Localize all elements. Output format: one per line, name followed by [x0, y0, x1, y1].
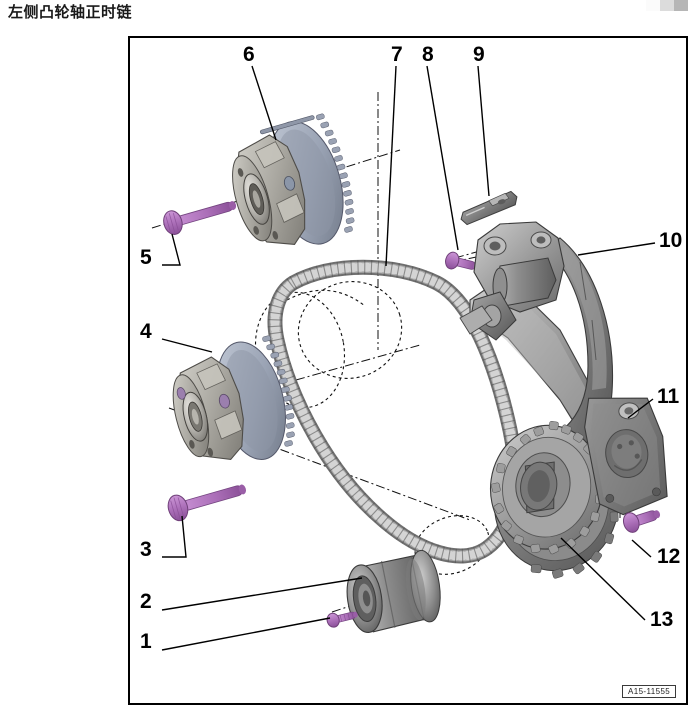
callout-5[interactable]: 5 [140, 246, 152, 269]
corner-marker-light [646, 0, 660, 11]
part-bolt-3 [167, 484, 247, 522]
callout-2[interactable]: 2 [140, 590, 152, 613]
page-title: 左侧凸轮轴正时链 [8, 4, 133, 21]
callout-10[interactable]: 10 [659, 229, 683, 252]
part-cover-plate [584, 397, 668, 516]
part-bolt-5 [163, 201, 237, 235]
part-bolt-12 [622, 510, 661, 533]
part-chain-tensioning-roller [346, 549, 441, 634]
callout-9[interactable]: 9 [473, 43, 485, 66]
callout-13[interactable]: 13 [650, 608, 674, 631]
part-timing-chain [267, 259, 523, 564]
callout-leader-lines [161, 65, 656, 651]
callout-4[interactable]: 4 [140, 320, 152, 343]
part-crankshaft-double-sprocket [489, 421, 620, 579]
callout-3[interactable]: 3 [140, 538, 152, 561]
part-bolt-1 [326, 611, 358, 628]
corner-marker-gray [660, 0, 688, 11]
callout-12[interactable]: 12 [657, 545, 681, 568]
callout-6[interactable]: 6 [243, 43, 255, 66]
part-chain-guide-clip [460, 190, 518, 226]
part-camshaft-adjuster-exhaust [172, 335, 295, 461]
callout-1[interactable]: 1 [140, 630, 152, 653]
figure-code-box: A15-11555 [622, 685, 677, 698]
part-camshaft-adjuster-intake [232, 113, 355, 245]
callout-8[interactable]: 8 [422, 43, 434, 66]
callout-7[interactable]: 7 [391, 43, 403, 66]
callout-11[interactable]: 11 [657, 385, 680, 408]
